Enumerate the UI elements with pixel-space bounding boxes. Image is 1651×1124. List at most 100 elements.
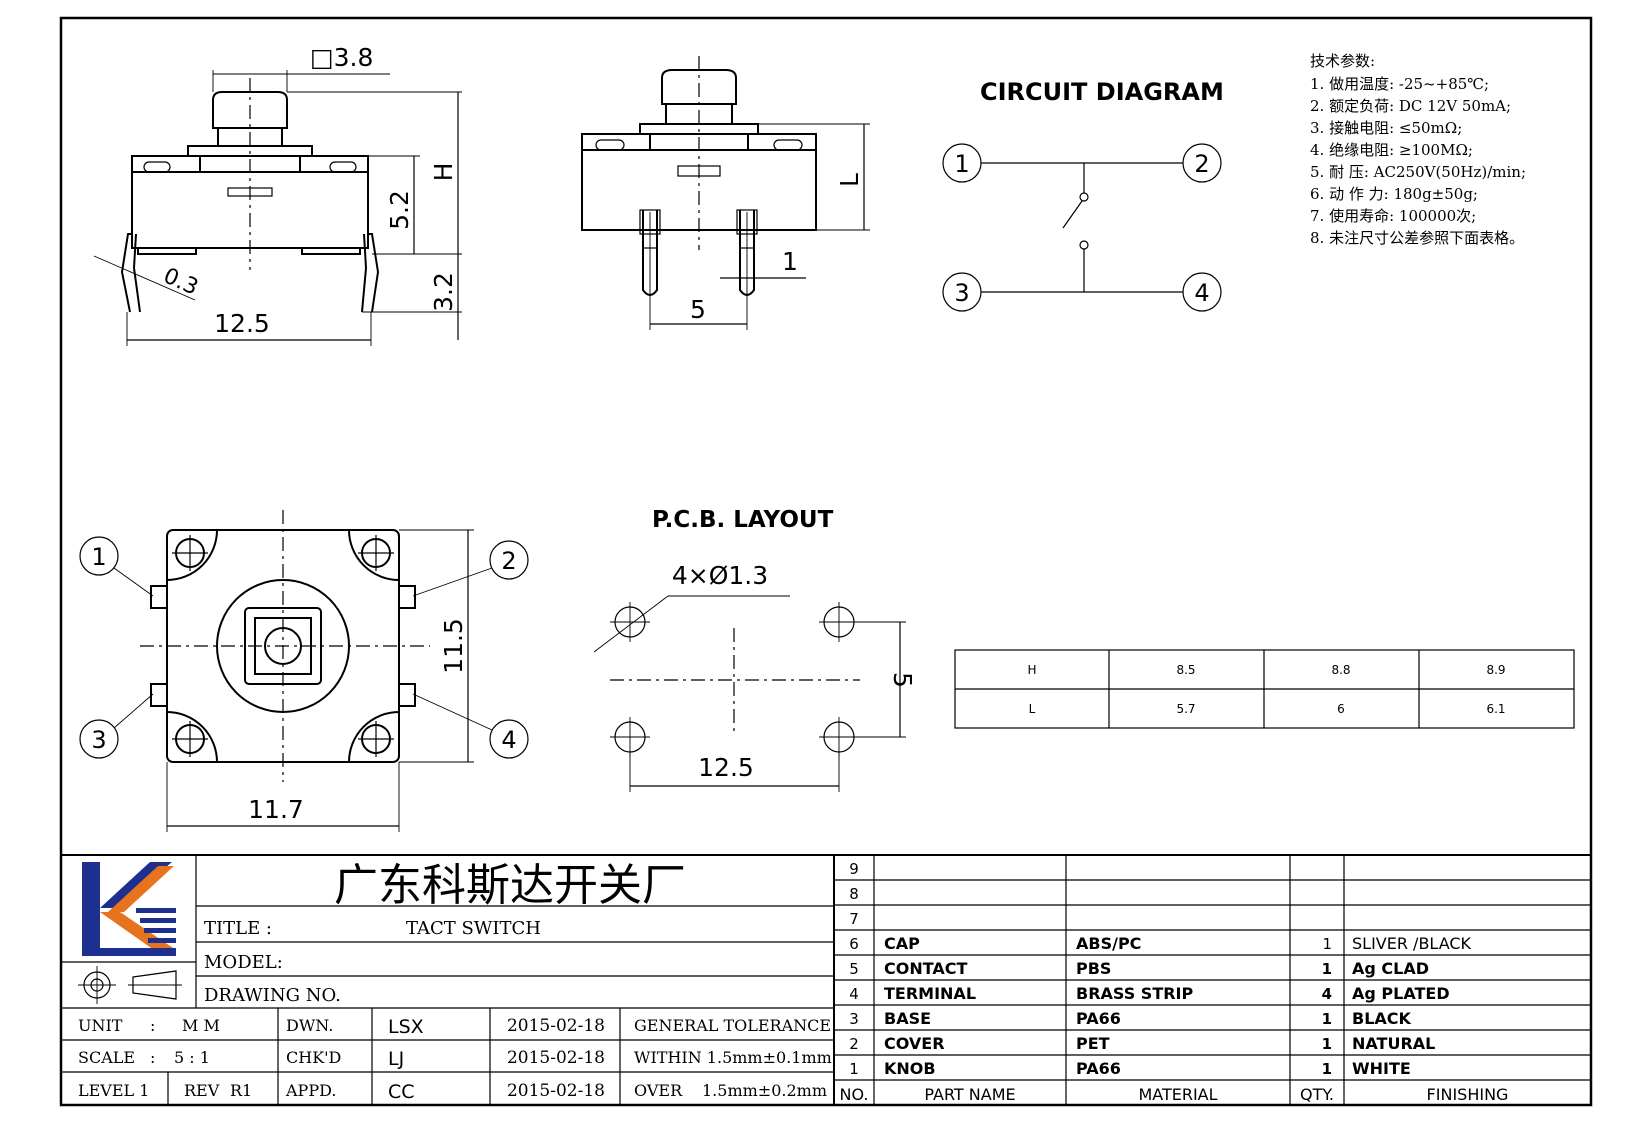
scale-label: SCALE (78, 1048, 135, 1067)
company-logo (82, 862, 176, 956)
staff-name: LSX (388, 1016, 424, 1038)
title-label: TITLE : (204, 918, 272, 939)
tech-specs: 技术参数: 1. 做用温度: -25~+85℃; 2. 额定负荷: DC 12V… (1310, 52, 1526, 247)
staff-role: DWN. (286, 1016, 333, 1035)
front-view: L 5 1 (581, 56, 870, 330)
bom-header: NO. (840, 1085, 869, 1104)
bom-row-qty: 4 (1322, 985, 1332, 1003)
bom-row-part: BASE (884, 1009, 931, 1028)
hl-cell: 8.8 (1331, 663, 1350, 677)
circuit-pin-4: 4 (1194, 279, 1209, 307)
bom-row-finish: Ag PLATED (1352, 984, 1450, 1003)
unit-label: UNIT (78, 1016, 123, 1035)
unit-sep: : (150, 1016, 155, 1035)
bom-row-no: 2 (849, 1035, 859, 1053)
staff-date: 2015-02-18 (507, 1048, 605, 1068)
tolerance-over-value: 1.5mm±0.2mm (702, 1081, 827, 1100)
spec-item: 7. 使用寿命: 100000次; (1310, 207, 1476, 225)
tolerance-within: WITHIN 1.5mm±0.1mm (634, 1048, 832, 1067)
bom-row-material: PA66 (1076, 1009, 1121, 1028)
bom-header: PART NAME (924, 1085, 1015, 1104)
hl-cell: 8.5 (1176, 663, 1195, 677)
bom-row-material: PA66 (1076, 1059, 1121, 1078)
hl-cell: L (1029, 702, 1036, 716)
level-label: LEVEL 1 (78, 1081, 149, 1100)
unit-value: M M (182, 1016, 220, 1035)
bom-row-part: COVER (884, 1034, 945, 1053)
dim-pin-width: 1 (782, 247, 798, 276)
hl-cell: H (1027, 663, 1036, 677)
bom-row-finish: SLIVER /BLACK (1352, 934, 1472, 953)
bom-row-finish: NATURAL (1352, 1034, 1435, 1053)
dim-pin-height: 3.2 (429, 272, 458, 312)
bom-row-no: 3 (849, 1010, 859, 1028)
pcb-layout: P.C.B. LAYOUT 4×Ø1.3 5 12.5 (593, 507, 917, 792)
dim-top-height: 11.5 (439, 618, 468, 674)
spec-item: 8. 未注尺寸公差参照下面表格。 (1310, 229, 1524, 247)
tolerance-over-label: OVER (634, 1081, 683, 1100)
pcb-title: P.C.B. LAYOUT (652, 507, 834, 533)
drawing-no-label: DRAWING NO. (204, 985, 341, 1006)
circuit-title: CIRCUIT DIAGRAM (980, 78, 1224, 106)
spec-item: 4. 绝缘电阻: ≥100MΩ; (1310, 141, 1473, 159)
dim-width: 12.5 (214, 309, 270, 338)
dim-body-height: 5.2 (385, 190, 414, 230)
bom-header: FINISHING (1427, 1085, 1509, 1104)
staff-name: LJ (388, 1048, 404, 1070)
sheet-border (59, 16, 1593, 1107)
title-value: TACT SWITCH (406, 918, 541, 939)
hl-cell: 5.7 (1176, 702, 1195, 716)
spec-item: 1. 做用温度: -25~+85℃; (1310, 75, 1489, 93)
dim-cap-size: □3.8 (310, 43, 373, 72)
bom-row-no: 8 (849, 885, 859, 903)
title-block: 广东科斯达开关厂 TITLE : TACT SWITCH MODEL: DRAW… (61, 854, 1591, 1105)
circuit-pin-2: 2 (1194, 150, 1209, 178)
bom-row-part: CAP (884, 934, 920, 953)
hl-cell: 6.1 (1486, 702, 1505, 716)
staff-name: CC (388, 1081, 415, 1103)
scale-value: 5 : 1 (174, 1048, 210, 1067)
rev-label: REV (184, 1081, 220, 1100)
bom-row-no: 6 (849, 935, 859, 953)
bom-row-part: TERMINAL (884, 984, 976, 1003)
dim-length-l: L (835, 173, 864, 187)
staff-date: 2015-02-18 (507, 1081, 605, 1101)
spec-item: 2. 额定负荷: DC 12V 50mA; (1310, 97, 1511, 115)
staff-role: CHK'D (286, 1048, 341, 1067)
bom-row-finish: BLACK (1352, 1009, 1412, 1028)
model-label: MODEL: (204, 952, 283, 973)
bom-row-qty: 1 (1322, 1060, 1332, 1078)
dim-pin-pitch: 5 (690, 295, 706, 324)
top-pin-3: 3 (91, 726, 106, 754)
top-pin-4: 4 (501, 726, 516, 754)
bom-row-finish: Ag CLAD (1352, 959, 1429, 978)
bom-row-no: 4 (849, 985, 859, 1003)
company-name: 广东科斯达开关厂 (334, 860, 686, 911)
bom-row-finish: WHITE (1352, 1059, 1411, 1078)
bom-row-no: 5 (849, 960, 859, 978)
hl-cell: 6 (1337, 702, 1345, 716)
hl-table: H 8.5 8.8 8.9 L 5.7 6 6.1 (954, 649, 1575, 729)
top-pin-2: 2 (501, 547, 516, 575)
staff-role: APPD. (285, 1081, 336, 1100)
dim-top-width: 11.7 (248, 795, 304, 824)
bom-row-qty: 1 (1322, 960, 1332, 978)
spec-item: 3. 接触电阻: ≤50mΩ; (1310, 119, 1462, 137)
dim-pcb-vertical: 5 (888, 672, 917, 688)
bom-row-no: 1 (849, 1060, 859, 1078)
bom-row-no: 9 (849, 860, 859, 878)
dim-height-h: H (429, 163, 458, 182)
bom-row-material: PET (1076, 1034, 1110, 1053)
bom-row-material: PBS (1076, 959, 1111, 978)
top-pin-1: 1 (91, 543, 106, 571)
bom-row-part: CONTACT (884, 959, 968, 978)
bom-row-material: ABS/PC (1076, 934, 1141, 953)
projection-symbol-icon (78, 966, 182, 1004)
top-view: 1 2 3 4 11.5 11.7 (79, 510, 529, 832)
dim-thickness: 0.3 (160, 264, 202, 301)
spec-item: 6. 动 作 力: 180g±50g; (1310, 185, 1478, 203)
bom-row-part: KNOB (884, 1059, 936, 1078)
hl-cell: 8.9 (1486, 663, 1505, 677)
